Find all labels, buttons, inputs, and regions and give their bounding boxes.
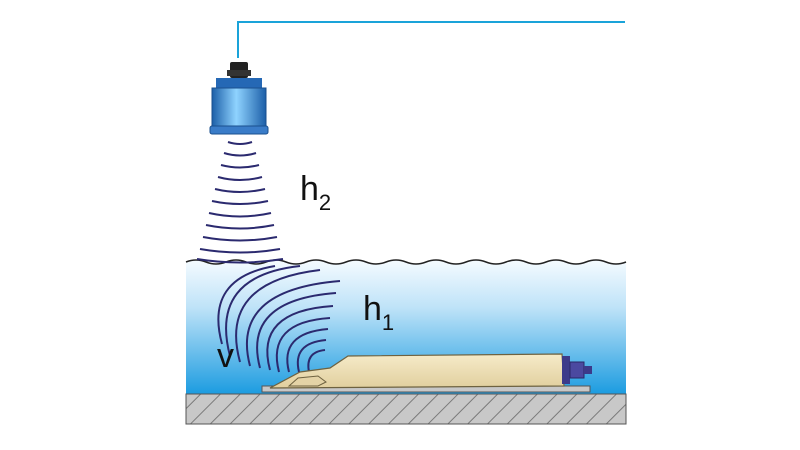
- sensor-cable: [237, 21, 625, 58]
- h2-label-main: h: [300, 170, 319, 208]
- upward-sound-waves: [217, 265, 341, 373]
- h2-label-sub: 2: [319, 190, 331, 215]
- h1-label-main: h: [363, 290, 382, 328]
- submersible-flow-sensor-icon: [261, 353, 592, 393]
- water-surface-line: [185, 259, 627, 265]
- channel-floor: [185, 393, 627, 425]
- downward-sound-waves: [196, 141, 284, 264]
- h1-label-sub: 1: [382, 310, 394, 335]
- h1-label: h1: [363, 290, 394, 335]
- h2-label: h2: [300, 170, 331, 215]
- velocity-label: v: [217, 337, 234, 375]
- ultrasonic-level-sensor-icon: [209, 62, 269, 135]
